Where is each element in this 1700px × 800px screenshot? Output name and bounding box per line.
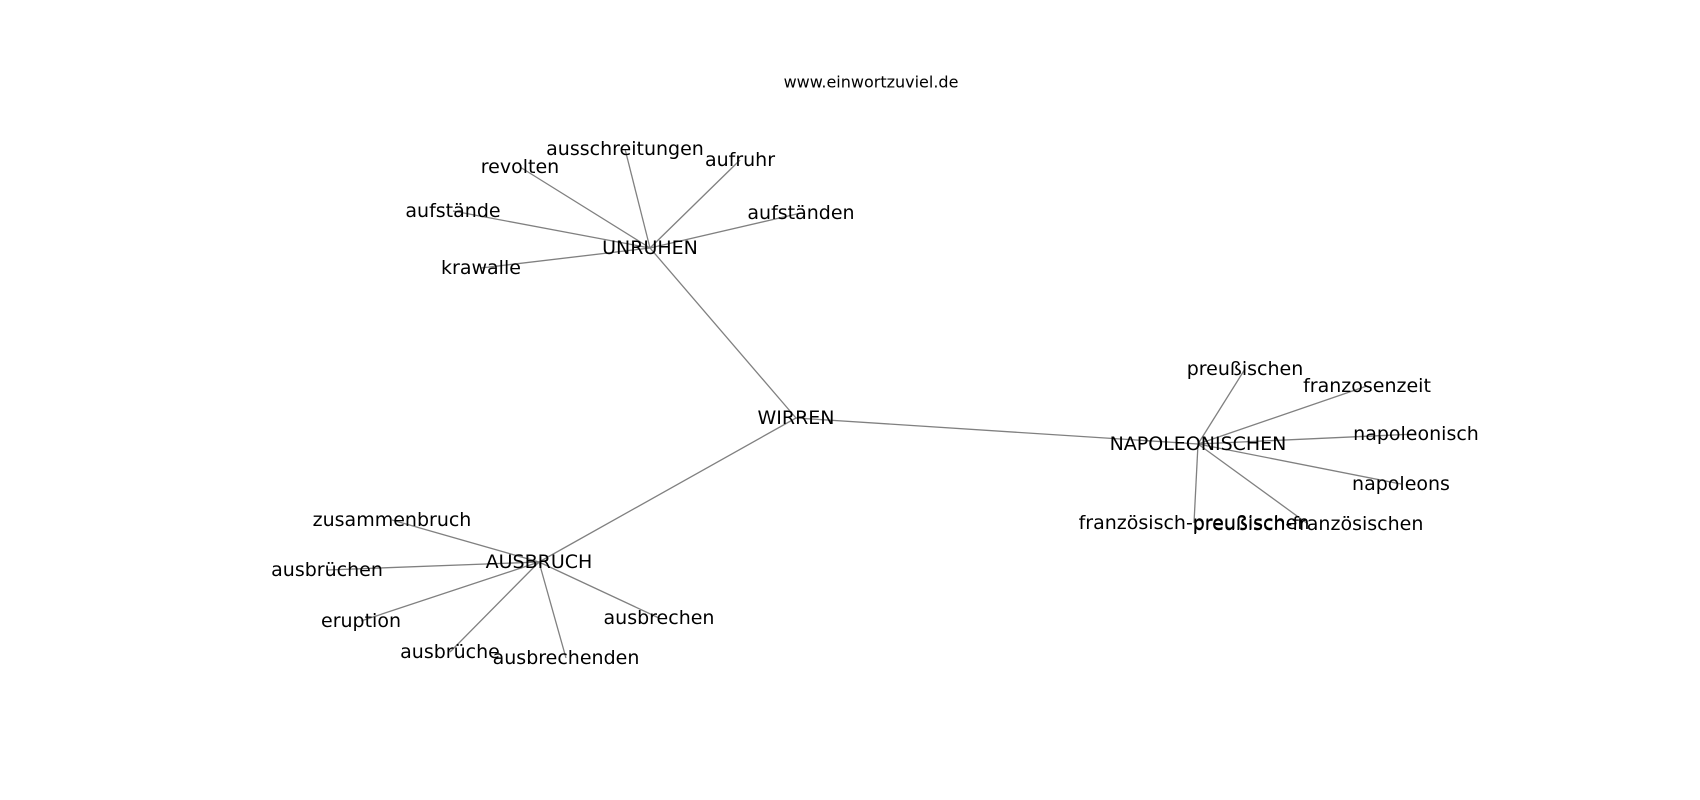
site-label: www.einwortzuviel.de [784, 73, 959, 92]
node-ausbruch: AUSBRUCH [486, 551, 593, 573]
edge-napoleonischen-napoleonisch [1197, 433, 1417, 445]
edge-ausbruch-zusammenbruch [391, 519, 540, 563]
node-napoleons: napoleons [1352, 473, 1450, 495]
edge-ausbruch-ausbrueche [449, 561, 540, 653]
node-zusammenbruch: zusammenbruch [313, 509, 472, 531]
graph-nodes: WIRREN UNRUHEN AUSBRUCH NAPOLEONISCHEN revol… [271, 138, 1479, 669]
node-aufstaende: aufstände [405, 200, 500, 222]
edge-ausbruch-eruption [360, 561, 540, 622]
edge-napoleonischen-napoleons [1197, 443, 1402, 485]
edge-unruhen-aufstaenden [649, 212, 802, 249]
edge-wirren-napoleonischen [795, 417, 1199, 445]
node-ausbruechen: ausbrüchen [271, 559, 383, 581]
node-eruption: eruption [321, 610, 401, 632]
node-aufstaenden: aufständen [747, 202, 854, 224]
node-ausschreitungen: ausschreitungen [546, 138, 704, 160]
edge-napoleonischen-preuss-franz [1197, 443, 1309, 525]
edge-unruhen-ausschreitungen [624, 148, 651, 249]
edge-unruhen-revolten [519, 166, 651, 249]
edge-unruhen-aufstaende [452, 210, 651, 249]
node-wirren: WIRREN [757, 407, 834, 429]
edge-wirren-ausbruch [538, 417, 797, 563]
edge-unruhen-aufruhr [649, 159, 741, 249]
node-krawalle: krawalle [441, 257, 521, 279]
node-franzosenzeit: franzosenzeit [1303, 375, 1431, 397]
node-ausbrechenden: ausbrechenden [493, 647, 640, 669]
node-revolten: revolten [481, 156, 559, 178]
node-preuss-franz: preußisch-französischen [1193, 513, 1424, 535]
edge-ausbruch-ausbruechen [326, 561, 540, 571]
node-ausbrechen: ausbrechen [604, 607, 715, 629]
graph-edges [326, 148, 1417, 659]
node-unruhen: UNRUHEN [602, 237, 698, 259]
edge-napoleonischen-franzosenzeit [1197, 385, 1368, 445]
edge-unruhen-krawalle [480, 247, 651, 269]
node-napoleonischen: NAPOLEONISCHEN [1110, 433, 1287, 455]
node-ausbrueche: ausbrüche [400, 641, 500, 663]
edge-napoleonischen-preussischen [1197, 368, 1246, 445]
node-preussischen: preußischen [1187, 358, 1304, 380]
edge-ausbruch-ausbrechen [538, 561, 660, 619]
edge-ausbruch-ausbrechenden [538, 561, 567, 659]
node-franz-preuss: französisch-preußischen [1079, 512, 1310, 534]
node-napoleonisch: napoleonisch [1353, 423, 1479, 445]
node-aufruhr: aufruhr [705, 149, 775, 171]
edge-napoleonischen-franz-preuss [1193, 443, 1199, 524]
edge-wirren-unruhen [649, 247, 797, 419]
